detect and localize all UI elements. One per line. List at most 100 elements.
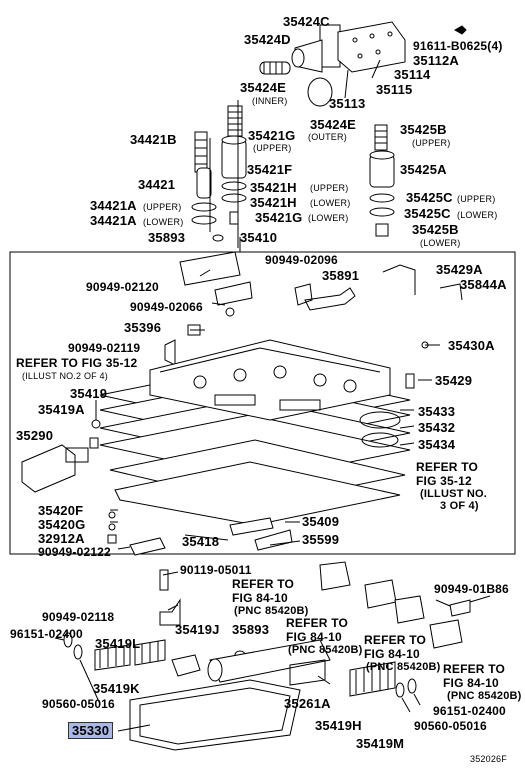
part-label-35420G: 35420G bbox=[38, 517, 86, 532]
part-label-35419A: 35419A bbox=[38, 402, 85, 417]
center-valve-stack bbox=[212, 100, 247, 248]
lower-note-4: (LOWER) bbox=[457, 210, 498, 220]
part-label-90949-02120: 90949-02120 bbox=[86, 280, 159, 294]
part-label-35112A: 35112A bbox=[413, 53, 460, 68]
part-label-90949-02066: 90949-02066 bbox=[130, 300, 203, 314]
part-label-35425B-lower: 35425B bbox=[412, 222, 459, 237]
part-label-90949-02096: 90949-02096 bbox=[265, 253, 338, 267]
three-of-four: 3 OF 4) bbox=[440, 500, 479, 512]
fig-35-12-b: FIG 35-12 bbox=[416, 474, 472, 488]
part-label-34421: 34421 bbox=[138, 177, 176, 192]
part-label-90949-02119: 90949-02119 bbox=[68, 341, 141, 355]
part-label-35424E-outer: 35424E bbox=[310, 117, 357, 132]
part-label-96151-02400-left: 96151-02400 bbox=[10, 627, 83, 641]
lower-note-2: (LOWER) bbox=[308, 213, 349, 223]
refer-to-e: REFER TO bbox=[364, 633, 427, 647]
refer-to-c: REFER TO bbox=[232, 577, 295, 591]
part-label-35114: 35114 bbox=[394, 67, 431, 82]
illust-2-of-4: (ILLUST NO.2 OF 4) bbox=[22, 371, 108, 381]
part-label-35418: 35418 bbox=[182, 534, 220, 549]
part-label-35421H-upper: 35421H bbox=[250, 180, 297, 195]
pnc-85420b-f: (PNC 85420B) bbox=[447, 690, 522, 702]
part-label-35261A: 35261A bbox=[284, 696, 331, 711]
part-label-35430A: 35430A bbox=[448, 338, 495, 353]
part-label-35419M: 35419M bbox=[356, 736, 405, 751]
refer-fig-35-12-a: REFER TO FIG 35-12 bbox=[16, 356, 138, 370]
part-label-35599: 35599 bbox=[302, 532, 340, 547]
part-label-35419L: 35419L bbox=[95, 636, 141, 651]
part-label-35421H-lower: 35421H bbox=[250, 195, 297, 210]
upper-note-1: (UPPER) bbox=[253, 143, 292, 153]
outer-note: (OUTER) bbox=[308, 132, 347, 142]
part-label-35432: 35432 bbox=[418, 420, 456, 435]
part-label-34421A-upper: 34421A bbox=[90, 198, 137, 213]
part-label-35434: 35434 bbox=[418, 437, 456, 452]
part-label-35425C-upper: 35425C bbox=[406, 190, 453, 205]
inner-note: (INNER) bbox=[252, 96, 288, 106]
part-label-34421B: 34421B bbox=[130, 132, 177, 147]
left-valve-stack bbox=[191, 131, 217, 232]
upper-note-2: (UPPER) bbox=[412, 138, 451, 148]
part-label-90119-05011: 90119-05011 bbox=[180, 563, 252, 577]
part-label-35424C: 35424C bbox=[283, 14, 330, 29]
valve-body bbox=[21, 237, 463, 556]
part-label-35396: 35396 bbox=[124, 320, 162, 335]
refer-to-d: REFER TO bbox=[286, 616, 349, 630]
diagram-id: 352026F bbox=[470, 754, 507, 764]
part-label-35429A: 35429A bbox=[436, 262, 483, 277]
lower-note-1: (LOWER) bbox=[310, 198, 351, 208]
part-label-35429: 35429 bbox=[435, 373, 473, 388]
part-label-35113: 35113 bbox=[329, 96, 366, 111]
lower-note-3: (LOWER) bbox=[143, 217, 184, 227]
part-label-35425B-upper: 35425B bbox=[400, 122, 447, 137]
part-label-90560-05016-left: 90560-05016 bbox=[42, 697, 115, 711]
part-label-35330-highlighted[interactable]: 35330 bbox=[68, 722, 114, 739]
valve-body-frame bbox=[9, 251, 516, 555]
fig-84-10-f: FIG 84-10 bbox=[443, 676, 499, 690]
part-label-35421G-lower: 35421G bbox=[255, 210, 303, 225]
fig-84-10-e: FIG 84-10 bbox=[364, 647, 420, 661]
part-label-35420F: 35420F bbox=[38, 503, 84, 518]
part-label-35425A: 35425A bbox=[400, 162, 447, 177]
part-label-90949-02118: 90949-02118 bbox=[42, 610, 115, 624]
part-label-35844A: 35844A bbox=[460, 277, 507, 292]
solenoid-assembly-top bbox=[259, 21, 467, 107]
fig-84-10-c: FIG 84-10 bbox=[232, 591, 288, 605]
part-label-35419H: 35419H bbox=[315, 718, 362, 733]
part-label-35419K: 35419K bbox=[93, 681, 140, 696]
part-label-35290: 35290 bbox=[16, 428, 54, 443]
pnc-85420b-e: (PNC 85420B) bbox=[366, 661, 441, 673]
part-label-35421F: 35421F bbox=[247, 162, 293, 177]
pnc-85420b-d: (PNC 85420B) bbox=[288, 644, 363, 656]
part-label-35433: 35433 bbox=[418, 404, 456, 419]
part-label-35891: 35891 bbox=[322, 268, 360, 283]
part-label-35893-bottom: 35893 bbox=[232, 622, 270, 637]
part-label-90949-02122: 90949-02122 bbox=[38, 545, 111, 559]
lower-assembly bbox=[54, 561, 491, 751]
upper-note-5: (UPPER) bbox=[457, 194, 496, 204]
refer-to-b: REFER TO bbox=[416, 460, 479, 474]
upper-note-3: (UPPER) bbox=[310, 183, 349, 193]
part-label-35421G-upper: 35421G bbox=[248, 128, 296, 143]
refer-to-f: REFER TO bbox=[443, 662, 506, 676]
upper-note-4: (UPPER) bbox=[143, 202, 182, 212]
right-valve-stack bbox=[369, 124, 395, 237]
part-label-32912A: 32912A bbox=[38, 531, 85, 546]
fig-84-10-d: FIG 84-10 bbox=[286, 630, 342, 644]
illust-no-b: (ILLUST NO. bbox=[420, 488, 487, 500]
pnc-85420b-c: (PNC 85420B) bbox=[234, 605, 309, 617]
part-label-35419: 35419 bbox=[70, 386, 108, 401]
part-label-35115: 35115 bbox=[376, 82, 413, 97]
lower-note-5: (LOWER) bbox=[420, 238, 461, 248]
part-label-96151-02400-right: 96151-02400 bbox=[433, 704, 506, 718]
part-label-35893-top: 35893 bbox=[148, 230, 186, 245]
part-label-34421A-lower: 34421A bbox=[90, 213, 137, 228]
part-label-35424D: 35424D bbox=[244, 32, 291, 47]
part-label-90949-01b86: 90949-01B86 bbox=[434, 582, 509, 596]
part-label-35410: 35410 bbox=[240, 230, 278, 245]
part-label-35425C-lower: 35425C bbox=[404, 206, 451, 221]
part-label-35424E-inner: 35424E bbox=[240, 80, 287, 95]
part-label-90560-05016-right: 90560-05016 bbox=[414, 719, 487, 733]
